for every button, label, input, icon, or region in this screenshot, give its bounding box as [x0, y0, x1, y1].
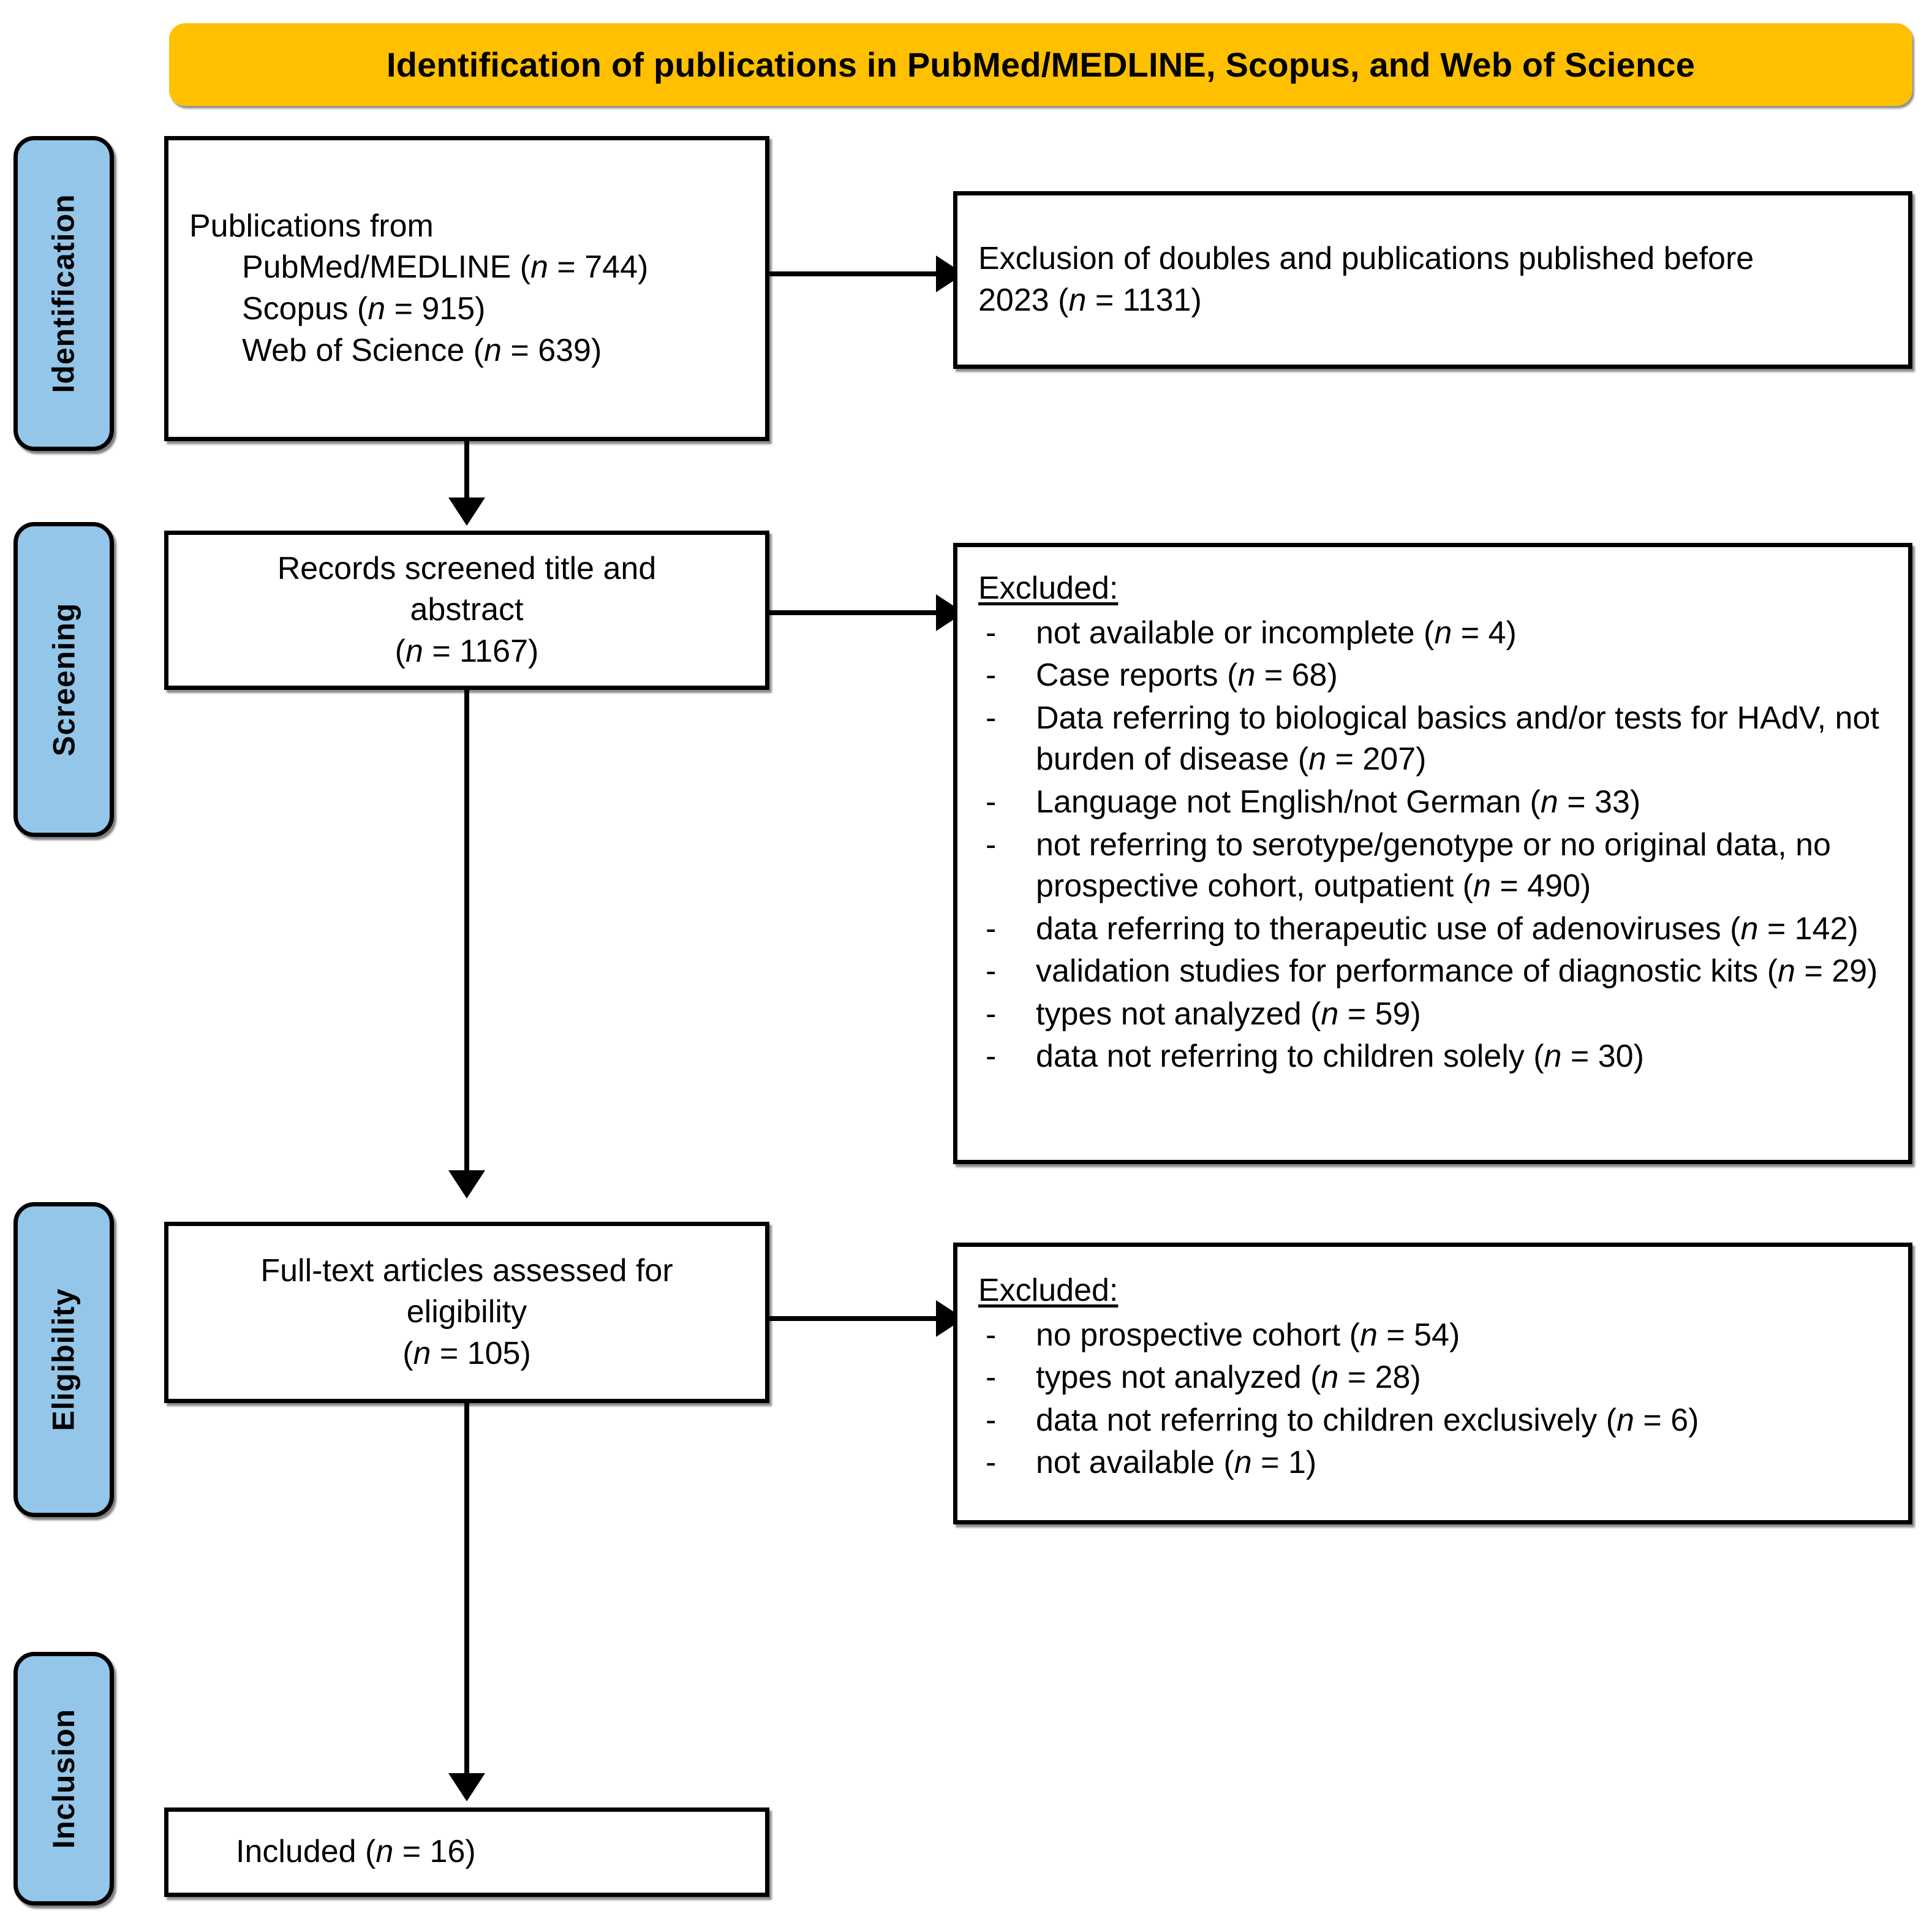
stage-label-inclusion-text: Inclusion	[47, 1708, 81, 1849]
eligibility-box: Full-text articles assessed for eligibil…	[164, 1222, 769, 1403]
screening-excluded-heading: Excluded:	[978, 570, 1119, 606]
eligibility-line-2: eligibility	[406, 1294, 527, 1330]
arrow-identification-to-exclusion-line	[769, 271, 940, 276]
list-item: Case reports (n = 68)	[978, 655, 1887, 697]
arrow-eligibility-to-inclusion-line	[464, 1403, 469, 1777]
identification-excluded-line-1: Exclusion of doubles and publications pu…	[978, 241, 1754, 277]
arrow-identification-to-screening-head	[448, 498, 485, 526]
stage-label-screening-text: Screening	[47, 602, 81, 757]
identification-line-scopus: Scopus (n = 915)	[242, 291, 486, 327]
stage-label-inclusion: Inclusion	[13, 1652, 114, 1906]
eligibility-line-1: Full-text articles assessed for	[260, 1252, 673, 1289]
stage-label-identification-text: Identification	[47, 194, 81, 393]
banner-title: Identification of publications in PubMed…	[386, 45, 1696, 84]
list-item: types not analyzed (n = 28)	[978, 1357, 1887, 1399]
identification-line-pubmed: PubMed/MEDLINE (n = 744)	[242, 249, 649, 286]
list-item: Data referring to biological basics and/…	[978, 698, 1887, 781]
list-item: Language not English/not German (n = 33)	[978, 782, 1887, 823]
list-item: not available (n = 1)	[978, 1442, 1887, 1484]
list-item: validation studies for performance of di…	[978, 951, 1887, 993]
inclusion-box: Included (n = 16)	[164, 1807, 769, 1897]
inclusion-line: Included (n = 16)	[236, 1834, 476, 1870]
stage-label-identification: Identification	[13, 136, 114, 451]
stage-label-screening: Screening	[13, 522, 114, 837]
screening-box: Records screened title and abstract (n =…	[164, 531, 769, 690]
identification-line-1: Publications from	[189, 208, 434, 244]
diagram-header-banner: Identification of publications in PubMed…	[169, 23, 1912, 106]
list-item: data referring to therapeutic use of ade…	[978, 909, 1887, 950]
stage-label-eligibility: Eligibility	[13, 1202, 114, 1517]
list-item: no prospective cohort (n = 54)	[978, 1315, 1887, 1357]
screening-line-2: abstract	[410, 592, 524, 628]
arrow-screening-to-eligibility-line	[464, 690, 469, 1174]
screening-line-1: Records screened title and	[277, 550, 657, 586]
arrow-eligibility-to-inclusion-head	[448, 1773, 485, 1801]
eligibility-excluded-heading: Excluded:	[978, 1273, 1119, 1308]
eligibility-line-3: (n = 105)	[402, 1335, 531, 1371]
list-item: not referring to serotype/genotype or no…	[978, 825, 1887, 907]
identification-box: Publications from PubMed/MEDLINE (n = 74…	[164, 136, 769, 441]
screening-line-3: (n = 1167)	[394, 633, 539, 669]
list-item: not available or incomplete (n = 4)	[978, 613, 1887, 654]
identification-excluded-box: Exclusion of doubles and publications pu…	[953, 191, 1912, 369]
eligibility-excluded-box: Excluded: no prospective cohort (n = 54)…	[953, 1243, 1912, 1524]
arrow-screening-to-eligibility-head	[448, 1170, 485, 1198]
identification-excluded-line-2: 2023 (n = 1131)	[978, 282, 1202, 318]
list-item: types not analyzed (n = 59)	[978, 994, 1887, 1035]
identification-line-wos: Web of Science (n = 639)	[242, 332, 602, 368]
arrow-eligibility-to-excluded-line	[769, 1316, 940, 1321]
list-item: data not referring to children solely (n…	[978, 1036, 1887, 1078]
list-item: data not referring to children exclusive…	[978, 1400, 1887, 1442]
arrow-identification-to-screening-line	[464, 441, 469, 501]
screening-excluded-list: not available or incomplete (n = 4) Case…	[978, 613, 1887, 1080]
eligibility-excluded-list: no prospective cohort (n = 54) types not…	[978, 1315, 1887, 1485]
screening-excluded-box: Excluded: not available or incomplete (n…	[953, 543, 1912, 1164]
stage-label-eligibility-text: Eligibility	[47, 1288, 81, 1431]
arrow-screening-to-excluded-line	[769, 610, 940, 615]
